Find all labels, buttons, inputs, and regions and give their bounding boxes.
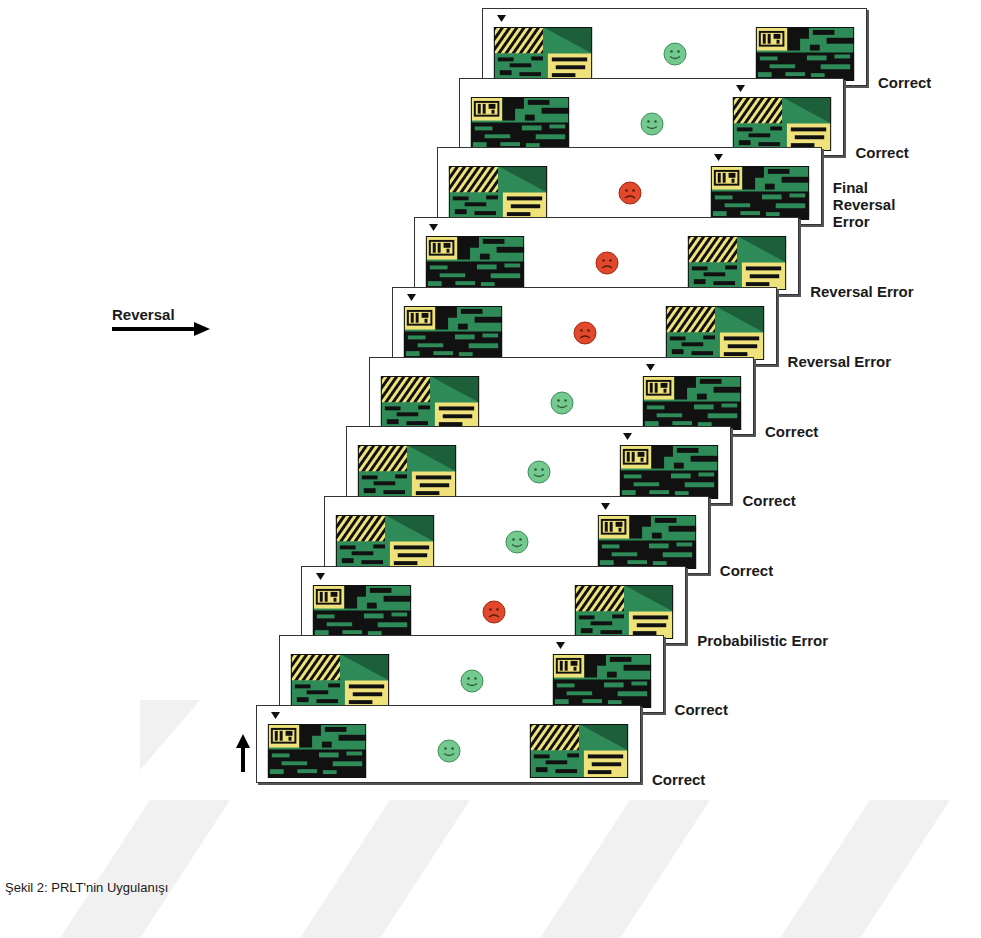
trial-screen: [393, 288, 778, 366]
choice-pointer: [407, 294, 416, 301]
stimulus-image: [530, 724, 628, 778]
trial-outcome-label: Final Reversal Error: [833, 179, 913, 230]
arrow-label: Reversal: [112, 306, 175, 323]
choice-pointer: [714, 154, 723, 161]
stimulus-image: [666, 306, 764, 360]
trial-screen: [280, 636, 665, 714]
trial-screen: [483, 9, 868, 87]
stimulus-image: [471, 97, 569, 151]
feedback-face: [528, 461, 550, 483]
trial-outcome-label: Correct: [720, 562, 773, 579]
stimulus-image: [426, 236, 524, 290]
stimulus-image: [553, 654, 651, 708]
stimulus-image: [358, 445, 456, 499]
stimulus-image: [620, 445, 718, 499]
choice-pointer: [271, 712, 280, 719]
trial-card: Probabilistic Error: [301, 566, 686, 644]
feedback-face: [574, 322, 596, 344]
trial-outcome-label: Correct: [765, 423, 818, 440]
choice-pointer: [646, 364, 655, 371]
stimulus-image: [291, 654, 389, 708]
trial-outcome-label: Probabilistic Error: [697, 632, 828, 649]
choice-pointer: [316, 573, 325, 580]
trial-screen: [415, 218, 800, 296]
feedback-face: [551, 392, 573, 414]
trial-screen: [347, 427, 732, 505]
stimulus-image: [643, 376, 741, 430]
trial-outcome-label: Reversal Error: [788, 353, 891, 370]
trial-screen: [460, 79, 845, 157]
trial-screen: [370, 358, 755, 436]
trial-outcome-label: Correct: [742, 492, 795, 509]
trial-outcome-label: Reversal Error: [810, 283, 913, 300]
choice-pointer: [556, 642, 565, 649]
feedback-face: [461, 670, 483, 692]
stimulus-image: [711, 166, 809, 220]
stimulus-image: [494, 27, 592, 81]
stimulus-image: [381, 376, 479, 430]
trial-card: Correct: [256, 705, 641, 783]
trial-card: Correct: [482, 8, 867, 86]
choice-pointer: [497, 15, 506, 22]
trial-card: Reversal Error: [392, 287, 777, 365]
trial-outcome-label: Correct: [652, 771, 705, 788]
stimulus-image: [336, 515, 434, 569]
stimulus-image: [575, 585, 673, 639]
trial-card: Correct: [369, 357, 754, 435]
feedback-face: [641, 113, 663, 135]
trial-card: Reversal Error: [414, 217, 799, 295]
stimulus-image: [756, 27, 854, 81]
feedback-face: [664, 43, 686, 65]
stimulus-image: [404, 306, 502, 360]
stimulus-image: [449, 166, 547, 220]
choice-pointer: [429, 224, 438, 231]
trial-card: Correct: [324, 496, 709, 574]
trial-outcome-label: Correct: [855, 144, 908, 161]
trial-card: Correct: [459, 78, 844, 156]
stimulus-image: [733, 97, 831, 151]
trial-outcome-label: Correct: [878, 74, 931, 91]
stimulus-image: [268, 724, 366, 778]
feedback-face: [619, 182, 641, 204]
trial-outcome-label: Correct: [675, 701, 728, 718]
stimulus-image: [688, 236, 786, 290]
feedback-face: [483, 601, 505, 623]
trial-screen: [325, 497, 710, 575]
feedback-face: [438, 740, 460, 762]
choice-pointer: [736, 85, 745, 92]
choice-pointer: [623, 433, 632, 440]
trial-card: Correct: [346, 426, 731, 504]
trial-screen: [302, 567, 687, 645]
trial-screen: [438, 148, 823, 226]
stimulus-image: [598, 515, 696, 569]
stimulus-image: [313, 585, 411, 639]
feedback-face: [596, 252, 618, 274]
choice-pointer: [601, 503, 610, 510]
figure-caption: Şekil 2: PRLT'nin Uygulanışı: [5, 880, 168, 895]
trial-card: Final Reversal Error: [437, 147, 822, 225]
trial-screen: [257, 706, 642, 784]
trial-card: Correct: [279, 635, 664, 713]
feedback-face: [506, 531, 528, 553]
